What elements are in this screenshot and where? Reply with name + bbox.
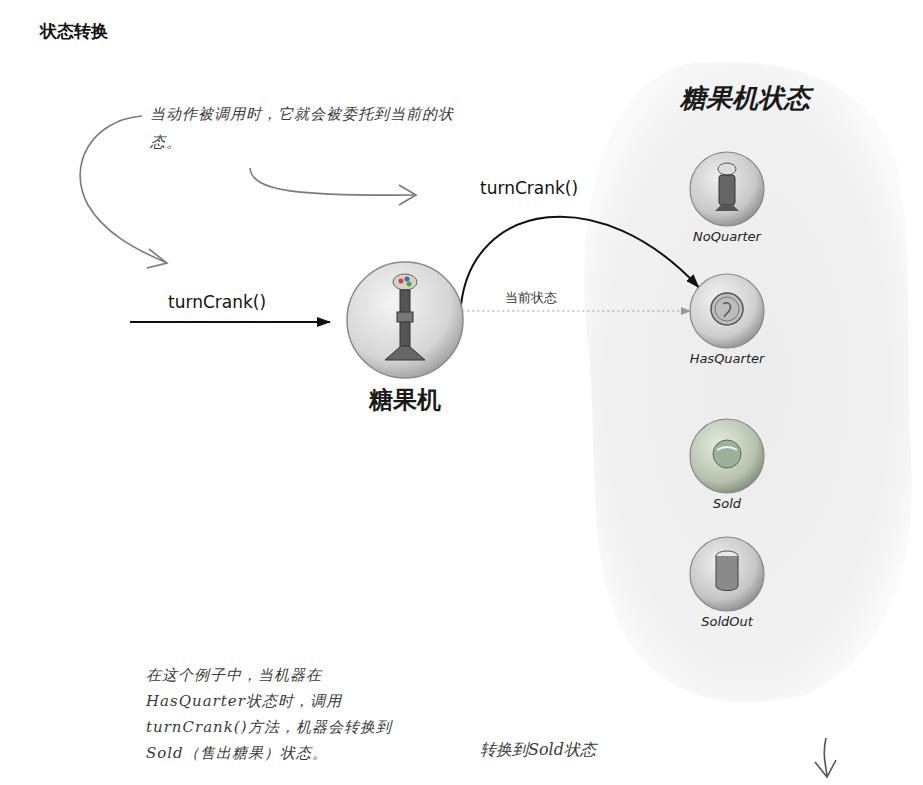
gumball-machine-icon [345, 260, 465, 380]
handwritten-note: 当动作被调用时，它就会被委托到当前的状态。 [150, 100, 470, 156]
state-circle: HasQuarter [677, 271, 777, 366]
input-arrow [130, 321, 330, 323]
edge-label: 当前状态 [502, 289, 560, 307]
state-circle: SoldOut [677, 534, 777, 629]
handwritten-note: 在这个例子中，当机器在HasQuarter状态时，调用turnCrank()方法… [146, 662, 421, 766]
call-arrow [461, 217, 699, 305]
state-label: SoldOut [677, 614, 777, 629]
gumball-machine: 糖果机 [345, 260, 465, 416]
down-arrowhead [815, 760, 836, 777]
region-title: 糖果机状态 [575, 81, 915, 116]
diagram-title: 状态转换 [40, 20, 108, 43]
has-quarter-icon [687, 271, 767, 351]
down-arrow [824, 738, 827, 776]
current-state-pointer [462, 310, 690, 311]
edge-label: turnCrank() [480, 178, 578, 198]
state-label: HasQuarter [677, 351, 777, 366]
state-region: 糖果机状态 NoQuarterHasQuarterSoldSoldOut [575, 55, 915, 705]
state-circle: Sold [677, 416, 777, 511]
state-label: NoQuarter [677, 229, 777, 244]
state-region-blob [575, 55, 915, 705]
sold-icon [687, 416, 767, 496]
handwritten-note: 转换到Sold状态 [480, 740, 596, 761]
state-circle: NoQuarter [677, 149, 777, 244]
no-quarter-icon [687, 149, 767, 229]
input-call-label: turnCrank() [168, 292, 266, 312]
sold-out-icon [687, 534, 767, 614]
curly-arrowhead [399, 185, 416, 205]
curly-arrow [250, 168, 414, 195]
curly-arrowhead [147, 249, 167, 268]
state-label: Sold [677, 496, 777, 511]
machine-label: 糖果机 [345, 384, 465, 416]
